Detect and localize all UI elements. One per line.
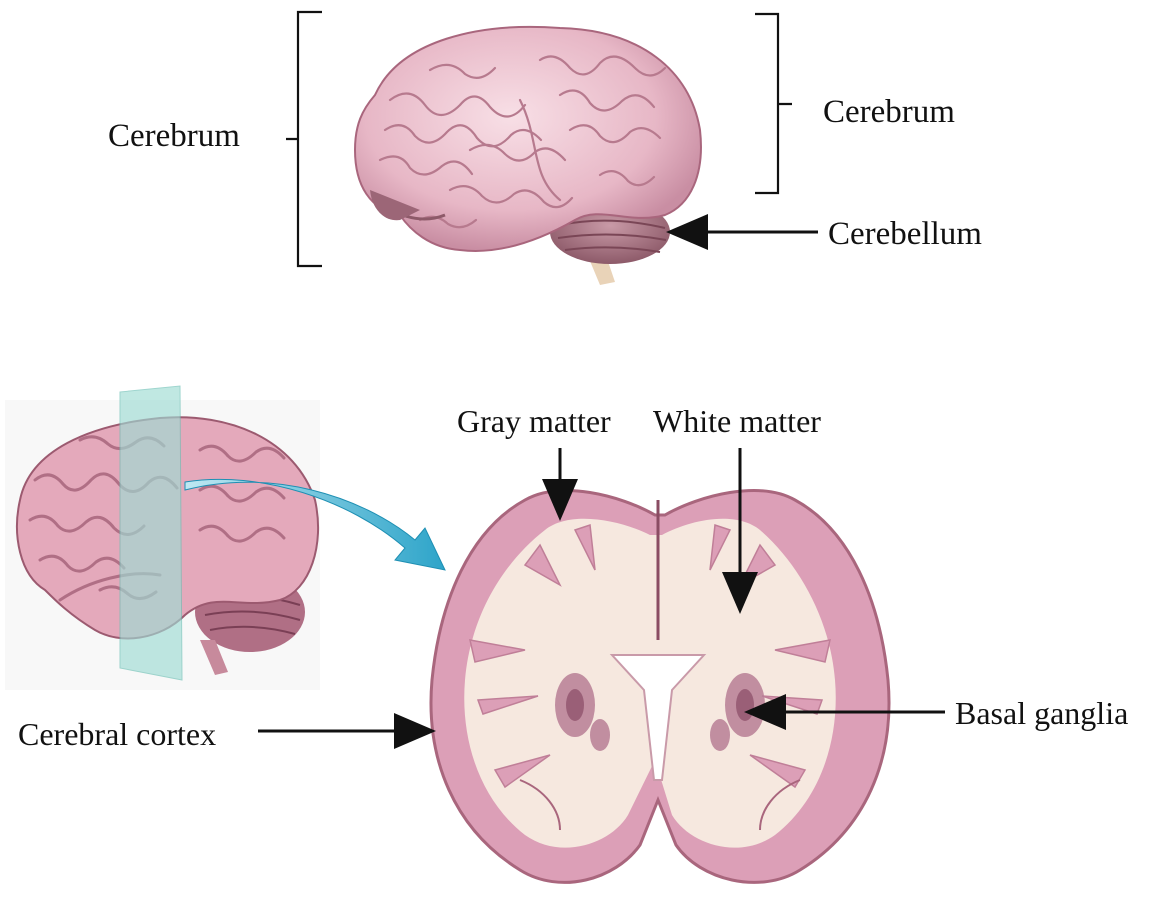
- coronal-section: [431, 491, 889, 883]
- label-white-matter: White matter: [653, 405, 821, 437]
- label-cerebral-cortex: Cerebral cortex: [18, 718, 216, 750]
- label-gray-matter: Gray matter: [457, 405, 611, 437]
- sectioned-brain-illustration: [5, 386, 445, 690]
- label-cerebrum-left: Cerebrum: [108, 120, 240, 153]
- bracket-right: [755, 14, 792, 193]
- lateral-brain-illustration: [355, 27, 701, 285]
- label-basal-ganglia: Basal ganglia: [955, 697, 1128, 729]
- label-cerebellum: Cerebellum: [828, 218, 982, 251]
- section-plane: [120, 386, 182, 680]
- label-cerebrum-right: Cerebrum: [823, 96, 955, 129]
- bracket-left: [286, 12, 322, 266]
